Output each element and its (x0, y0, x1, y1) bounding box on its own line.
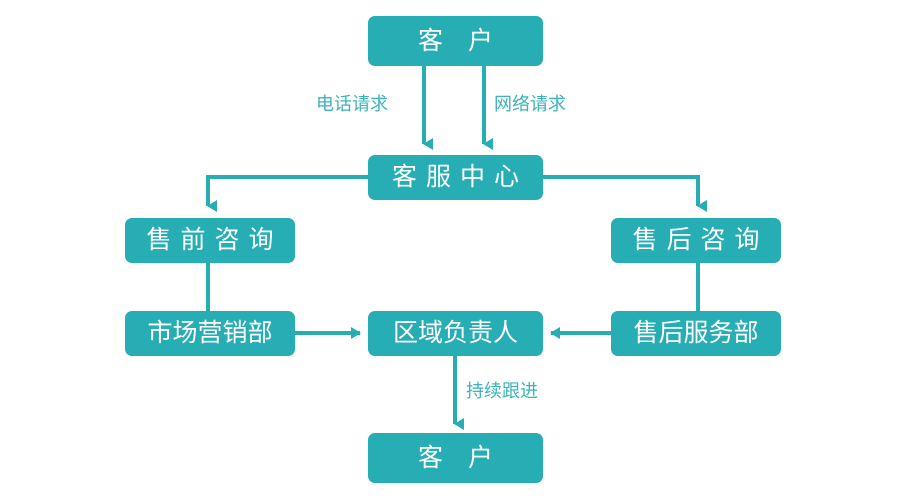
node-presale-consult-label: 售前咨询 (146, 226, 283, 254)
edge-label-web-request: 网络请求 (494, 94, 566, 114)
edge-label-continuous-followup: 持续跟进 (466, 381, 538, 401)
node-aftersale-service-dept-label: 售后服务部 (633, 319, 759, 347)
node-customer-bottom[interactable]: 客 户 (368, 433, 543, 483)
node-service-center[interactable]: 客服中心 (368, 155, 543, 200)
connector-service-center-to-presale (206, 175, 368, 212)
node-regional-manager[interactable]: 区域负责人 (368, 311, 543, 356)
node-regional-manager-label: 区域负责人 (392, 319, 518, 347)
node-presale-consult[interactable]: 售前咨询 (125, 218, 295, 263)
edge-label-phone-request: 电话请求 (316, 94, 388, 114)
node-aftersale-consult[interactable]: 售后咨询 (611, 218, 781, 263)
node-marketing-dept[interactable]: 市场营销部 (125, 311, 295, 356)
node-customer-bottom-label: 客 户 (418, 443, 502, 472)
node-aftersale-service-dept[interactable]: 售后服务部 (611, 311, 781, 356)
node-customer-top[interactable]: 客 户 (368, 16, 543, 66)
node-customer-top-label: 客 户 (418, 26, 502, 55)
node-marketing-dept-label: 市场营销部 (147, 319, 273, 347)
node-service-center-label: 客服中心 (391, 163, 528, 191)
connector-service-center-to-aftersale (543, 175, 707, 212)
node-aftersale-consult-label: 售后咨询 (632, 226, 769, 254)
